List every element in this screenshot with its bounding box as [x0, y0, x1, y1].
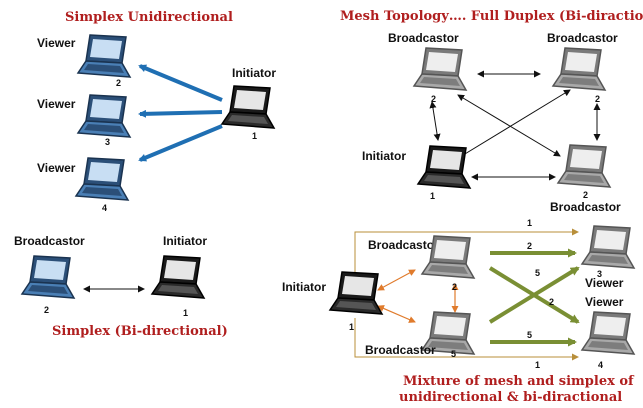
arrow-initiator-to-viewer-3	[138, 109, 223, 118]
mixture-link-bottom-label: 1	[535, 360, 540, 370]
mesh-arrow-left	[429, 101, 441, 141]
mixture-viewer-top-number: 3	[597, 269, 602, 279]
simplex-uni-initiator-number: 1	[252, 131, 257, 141]
viewer-4-label: Viewer	[37, 161, 76, 175]
mixture-viewer-top-label: Viewer	[585, 276, 624, 290]
mixture-viewer-bottom-label: Viewer	[585, 295, 624, 309]
mesh-top-right-laptop	[551, 47, 607, 91]
mixture-link-top-label: 1	[527, 218, 532, 228]
viewer-2-number: 2	[116, 78, 121, 88]
simplex-uni-arrows	[138, 64, 223, 162]
mixture-title-line1: Mixture of mesh and simplex of	[403, 374, 635, 389]
mixture-links	[354, 228, 580, 361]
simplex-uni-initiator-laptop	[220, 85, 276, 129]
mesh-top-right-number: 2	[595, 94, 600, 104]
mixture-initiator-label: Initiator	[282, 280, 326, 294]
mixture-title-line2: unidirectional & bi-diractional	[399, 390, 622, 405]
mesh-top-left-label: Broadcastor	[388, 31, 459, 45]
arrow-initiator-to-viewer-2	[138, 64, 223, 102]
simplex-bi-initiator-number: 1	[183, 308, 188, 318]
viewer-2-label: Viewer	[37, 36, 76, 50]
mixture-orange-arrow-bottom	[377, 305, 416, 323]
mesh-arrows	[429, 70, 601, 181]
simplex-uni-initiator-label: Initiator	[232, 66, 276, 80]
mesh-arrow-diagonal-1	[457, 94, 561, 157]
mesh-arrow-diagonal-2	[454, 89, 571, 161]
simplex-bidirectional-title: Simplex (Bi-directional)	[52, 324, 228, 339]
mixture-link-b2-v3-label: 2	[527, 241, 532, 251]
simplex-bi-broadcastor-laptop	[20, 255, 76, 299]
mixture-green-b5-to-v3	[488, 266, 580, 324]
mesh-top-right-label: Broadcastor	[547, 31, 618, 45]
mesh-bottom-right-label: Broadcastor	[550, 200, 621, 214]
mesh-initiator-number: 1	[430, 191, 435, 201]
viewer-3-number: 3	[105, 137, 110, 147]
mesh-initiator-laptop	[416, 145, 472, 189]
mixture-broadcastor-bottom-number: 5	[451, 349, 456, 359]
mixture-viewer-top-laptop	[580, 225, 636, 269]
mesh-bottom-right-laptop	[556, 144, 612, 188]
mixture-line-top	[354, 228, 579, 278]
mesh-bottom-right-number: 2	[583, 190, 588, 200]
simplex-bi-initiator-label: Initiator	[163, 234, 207, 248]
mixture-link-b2-v4-label: 2	[549, 297, 554, 307]
viewer-2-laptop	[76, 34, 132, 78]
simplex-unidirectional-title: Simplex Unidirectional	[65, 10, 233, 25]
mixture-broadcastor-bottom-label: Broadcastor	[365, 343, 436, 357]
mixture-broadcastor-top-label: Broadcastor	[368, 238, 439, 252]
mixture-broadcastor-top-number: 2	[452, 282, 457, 292]
mixture-initiator-number: 1	[349, 322, 354, 332]
mixture-line-bottom	[354, 318, 579, 361]
mixture-link-b5-v3-label: 5	[535, 268, 540, 278]
mesh-initiator-label: Initiator	[362, 149, 406, 163]
mesh-topology-title: Mesh Topology…. Full Duplex (Bi-diractio…	[340, 9, 643, 24]
simplex-bi-broadcastor-label: Broadcastor	[14, 234, 85, 248]
mixture-broadcastor-bottom-laptop	[420, 311, 476, 355]
mesh-top-left-laptop	[412, 47, 468, 91]
mixture-viewer-bottom-number: 4	[598, 360, 603, 370]
viewer-3-laptop	[76, 94, 132, 138]
mixture-orange-arrow-top	[377, 269, 416, 291]
viewer-4-number: 4	[102, 203, 107, 213]
viewer-4-laptop	[74, 157, 130, 201]
simplex-bi-initiator-laptop	[150, 255, 206, 299]
arrow-initiator-to-viewer-4	[138, 124, 223, 162]
mesh-top-left-number: 2	[431, 94, 436, 104]
mixture-broadcastor-top-laptop	[420, 235, 476, 279]
viewer-3-label: Viewer	[37, 97, 76, 111]
mixture-link-b5-v4-label: 5	[527, 330, 532, 340]
mixture-initiator-laptop	[328, 271, 384, 315]
simplex-bi-broadcastor-number: 2	[44, 305, 49, 315]
mixture-viewer-bottom-laptop	[580, 311, 636, 355]
